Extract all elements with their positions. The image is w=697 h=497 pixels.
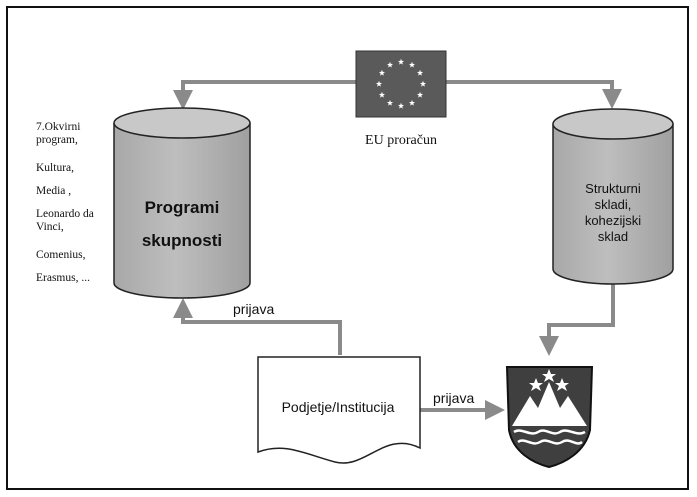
eu-flag-icon <box>355 50 447 118</box>
document-label: Podjetje/Institucija <box>282 399 395 415</box>
arrow-eu-to-structural-funds <box>446 80 622 109</box>
star-icon <box>417 91 424 98</box>
programmes-cylinder <box>113 107 251 299</box>
star-icon <box>408 99 416 106</box>
programme-item: Leonardo da Vinci, <box>36 208 94 233</box>
arrow-label-prijava-state: prijava <box>433 390 474 406</box>
programme-item: Comenius, <box>36 249 86 261</box>
funds-label-line4: sklad <box>598 229 628 244</box>
slovenia-coat-of-arms-icon <box>505 366 594 469</box>
programme-item: Media , <box>36 185 72 197</box>
arrow-label-prijava-programmes: prijava <box>233 301 274 317</box>
star-icon <box>397 58 405 65</box>
funds-label-line2: skladi, <box>595 197 632 212</box>
programmes-label-line2: skupnosti <box>142 231 222 250</box>
star-icon <box>378 69 385 76</box>
funds-label-line1: Strukturni <box>585 181 641 196</box>
eu-budget-label: EU proračun <box>365 133 437 148</box>
structural-funds-cylinder <box>552 108 674 285</box>
programme-item: Kultura, <box>36 162 75 174</box>
star-icon <box>397 102 405 109</box>
star-icon <box>386 99 394 106</box>
star-icon <box>419 80 427 87</box>
programme-item: Erasmus, ... <box>36 272 90 284</box>
funds-label-line3: kohezijski <box>585 213 641 228</box>
star-icon <box>378 91 385 98</box>
star-icon <box>375 80 383 87</box>
programme-item: 7.Okvirni program, <box>36 121 81 146</box>
star-icon <box>386 61 394 68</box>
programmes-label-line1: Programi <box>145 198 220 217</box>
arrow-funds-to-state <box>539 283 615 356</box>
arrow-document-to-programmes <box>173 298 342 355</box>
star-icon <box>408 61 416 68</box>
document-shape <box>257 356 421 464</box>
arrow-eu-to-programmes <box>173 80 356 110</box>
star-icon <box>417 69 424 76</box>
